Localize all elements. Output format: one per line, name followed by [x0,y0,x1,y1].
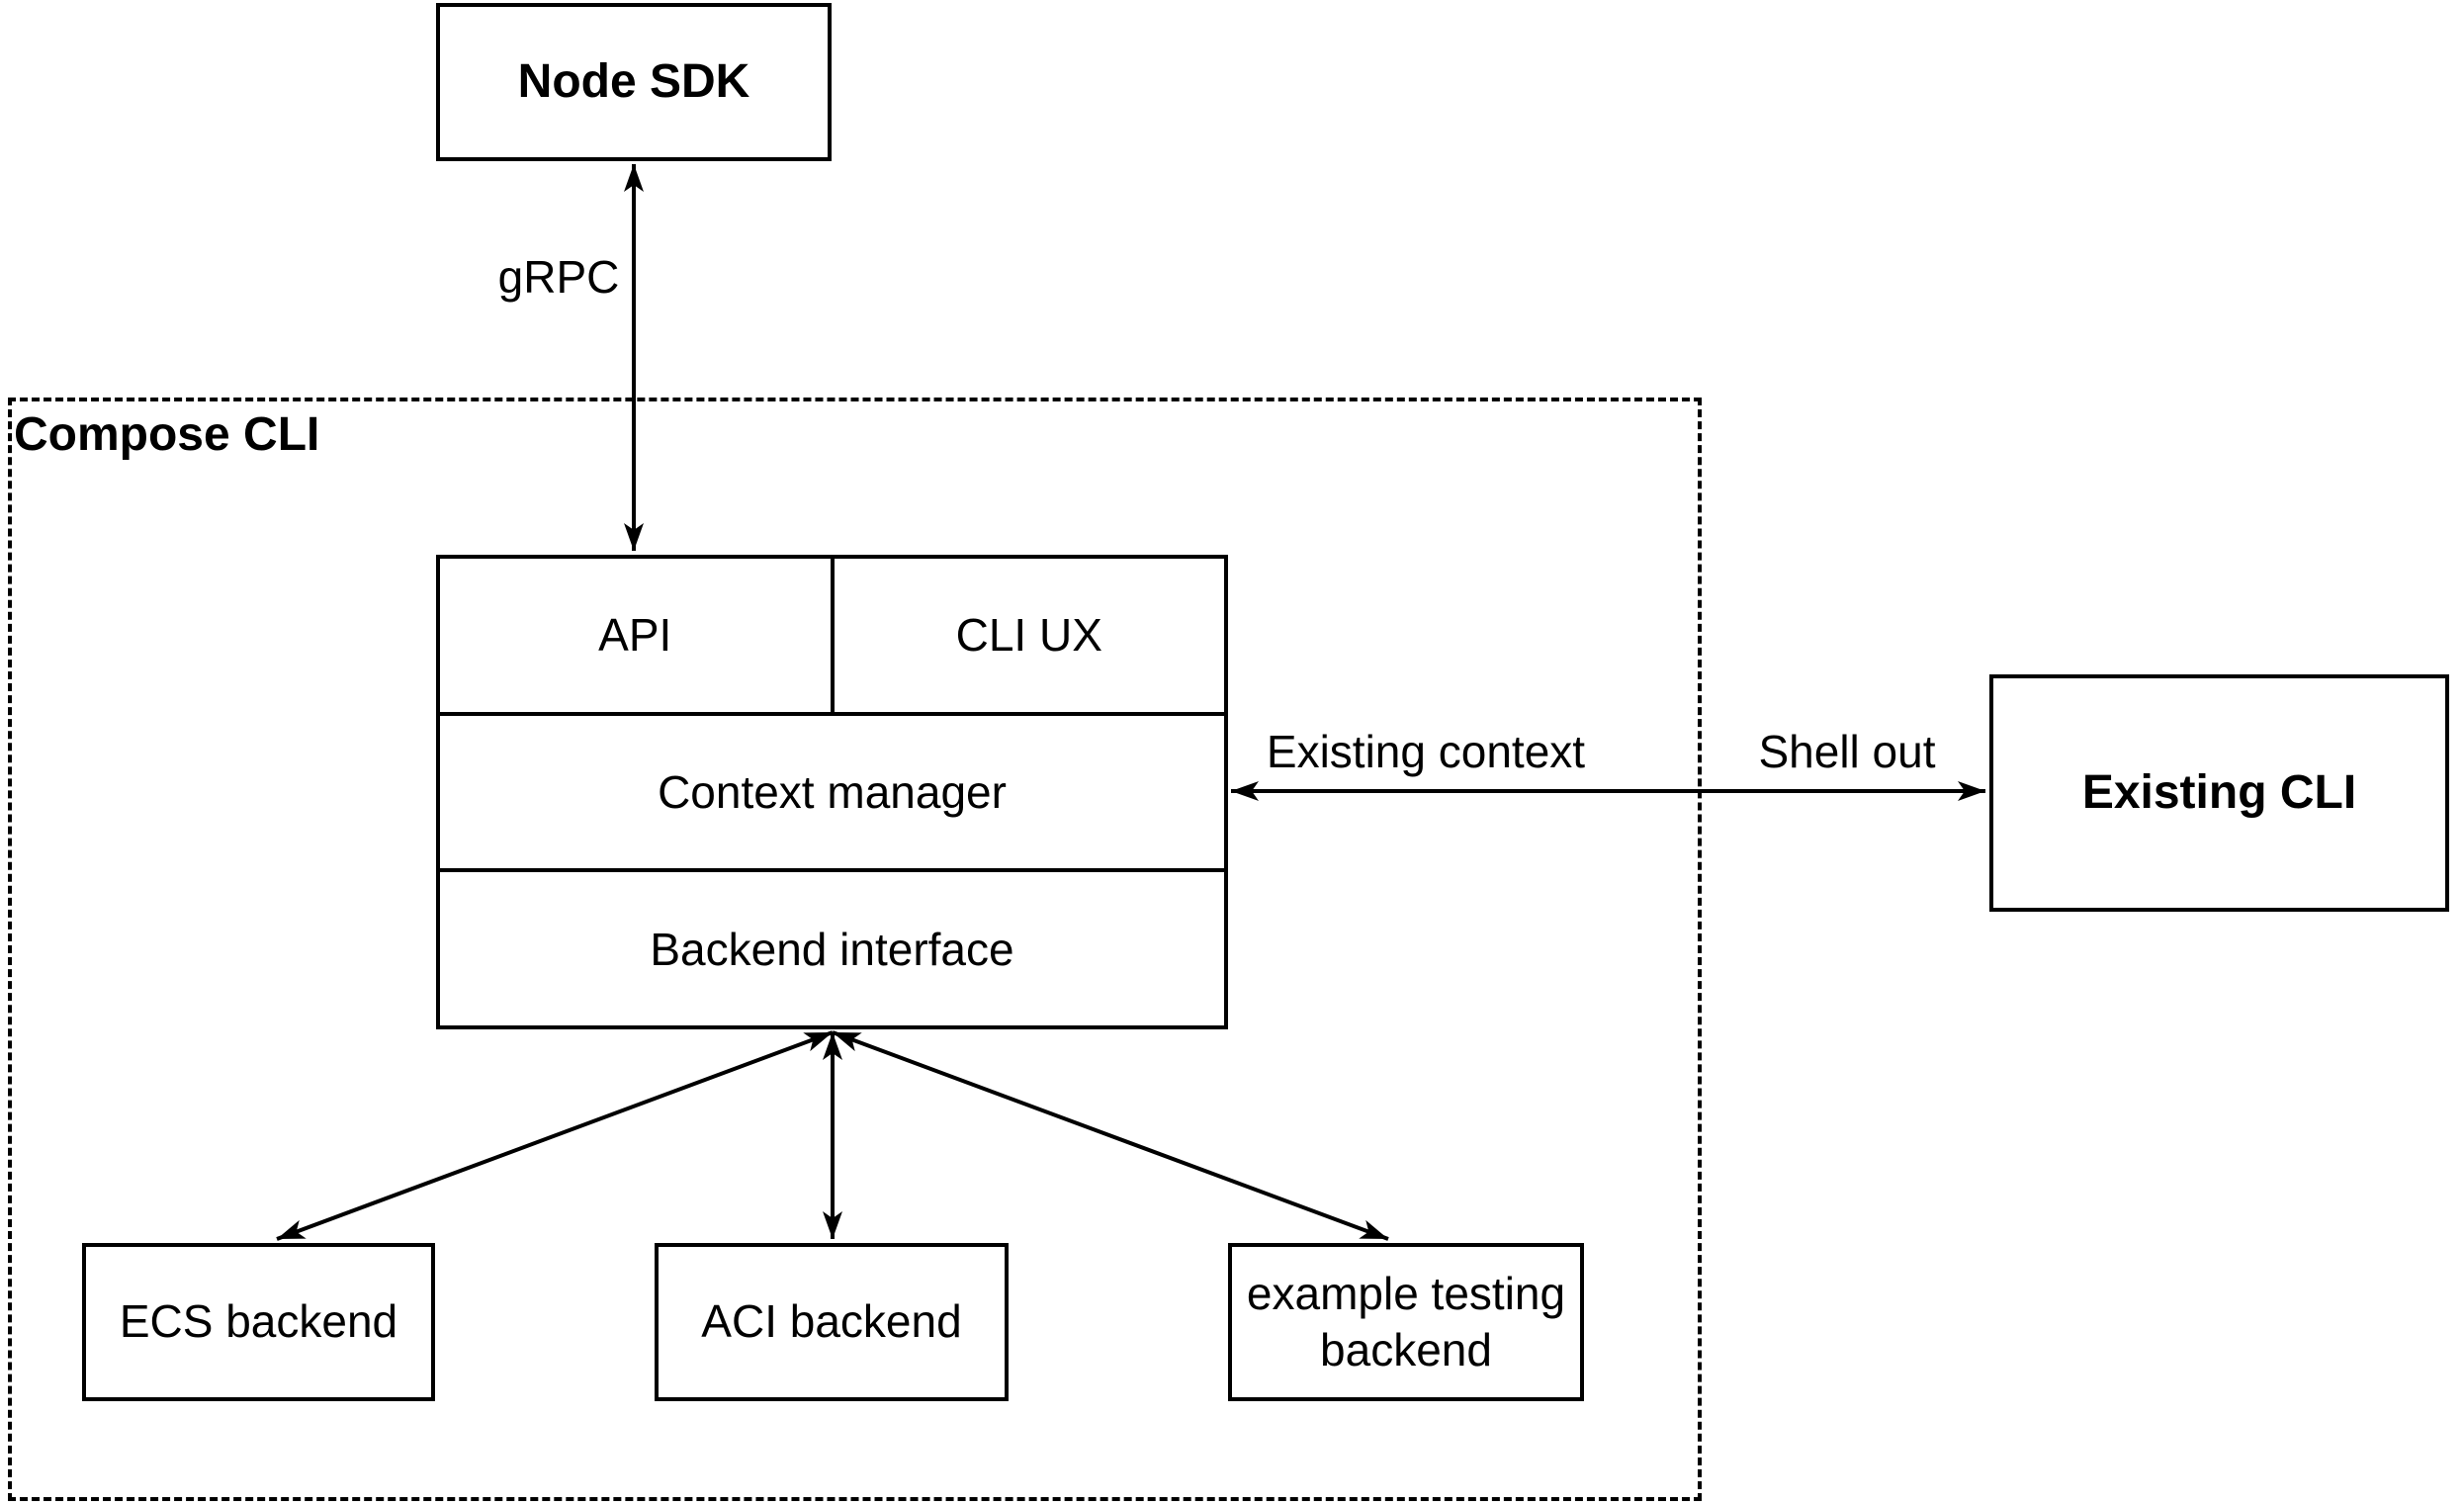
api-label: API [598,609,672,662]
grpc-label: gRPC [497,251,620,303]
api-cell: API [440,559,835,712]
core-stack-box: API CLI UX Context manager Backend inter… [436,555,1228,1029]
node-sdk-label: Node SDK [517,55,750,108]
backend-interface-row: Backend interface [440,872,1224,1025]
compose-cli-container [8,398,1702,1501]
node-sdk-box: Node SDK [436,3,832,161]
context-manager-row: Context manager [440,716,1224,873]
ecs-backend-label: ECS backend [119,1295,398,1348]
existing-context-label: Existing context [1266,726,1586,777]
backend-interface-label: Backend interface [650,923,1014,975]
cli-ux-cell: CLI UX [835,559,1225,712]
context-manager-label: Context manager [658,766,1007,818]
ecs-backend-box: ECS backend [82,1243,435,1401]
top-row: API CLI UX [440,559,1224,716]
shell-out-label: Shell out [1758,726,1936,777]
cli-ux-label: CLI UX [955,609,1102,662]
example-testing-backend-box: example testing backend [1228,1243,1584,1401]
existing-cli-box: Existing CLI [1989,674,2449,912]
example-testing-backend-label: example testing backend [1246,1267,1566,1376]
aci-backend-box: ACI backend [655,1243,1009,1401]
aci-backend-label: ACI backend [701,1295,962,1348]
existing-cli-label: Existing CLI [2081,766,2357,819]
compose-cli-label: Compose CLI [14,408,320,461]
